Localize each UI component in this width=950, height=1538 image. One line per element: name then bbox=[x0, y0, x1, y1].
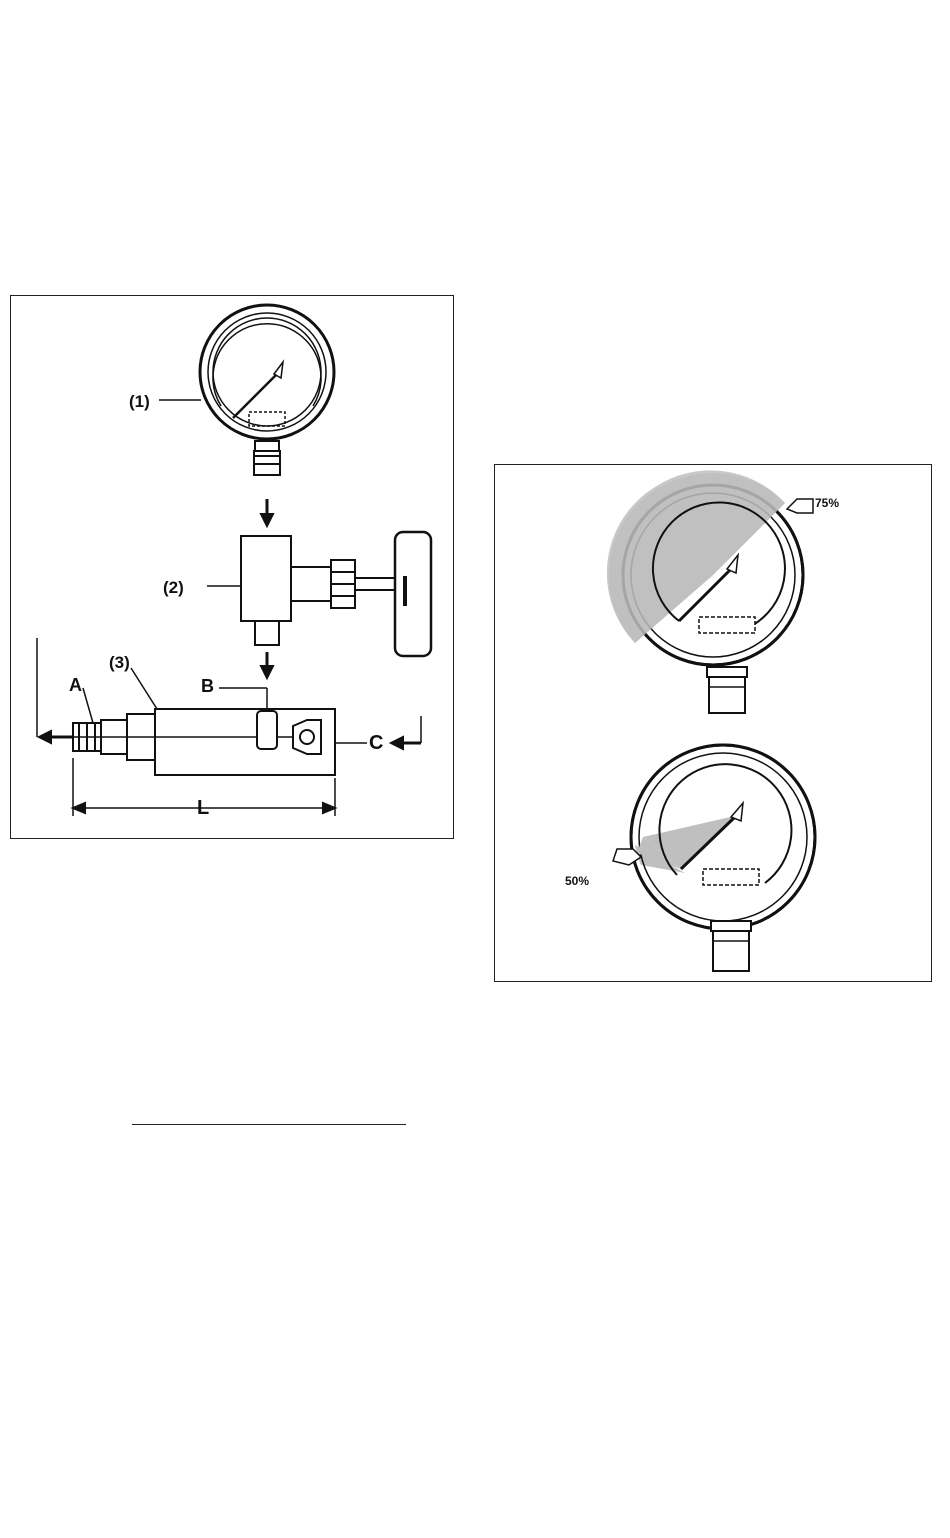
label-a: A bbox=[69, 675, 82, 695]
gauge-50-percent bbox=[613, 745, 815, 971]
gauge-75-percent bbox=[607, 470, 813, 713]
tester-assembly-diagram: (1) (2) (3) A B C L bbox=[11, 296, 453, 838]
label-gauge: (1) bbox=[129, 392, 150, 411]
label-body: (3) bbox=[109, 653, 130, 672]
pressure-gauge bbox=[200, 305, 334, 475]
tester-body bbox=[73, 709, 335, 775]
label-50-percent: 50% bbox=[565, 874, 589, 888]
label-c: C bbox=[369, 732, 383, 754]
label-75-percent: 75% bbox=[815, 496, 839, 510]
tester-assembly-panel: (1) (2) (3) A B C L bbox=[10, 295, 454, 839]
gauge-range-panel: 75% 50% bbox=[494, 464, 932, 982]
label-l: L bbox=[197, 797, 209, 819]
label-b: B bbox=[201, 676, 214, 696]
gauge-range-diagram: 75% 50% bbox=[495, 465, 931, 981]
separator-line bbox=[132, 1124, 406, 1125]
label-adapter: (2) bbox=[163, 578, 184, 597]
adapter-valve bbox=[241, 532, 431, 656]
